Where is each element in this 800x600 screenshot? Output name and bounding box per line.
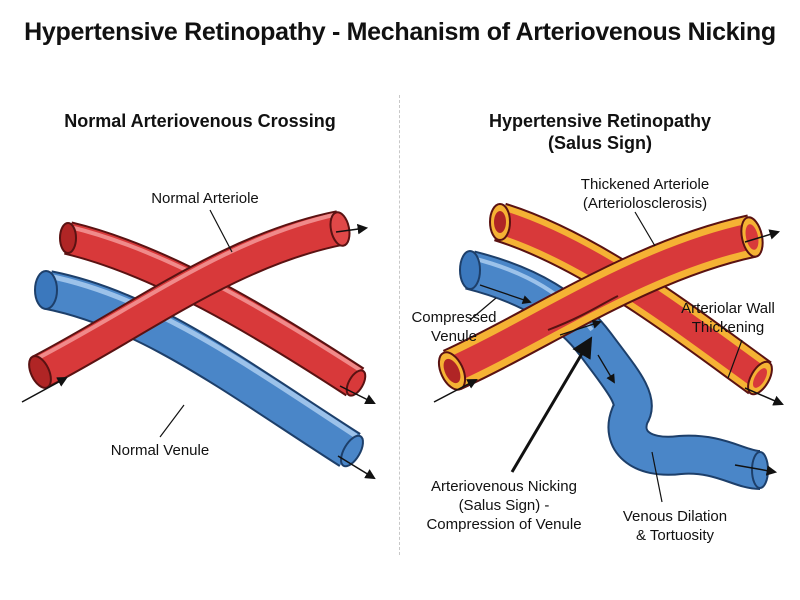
venule-flow-arrow-1 xyxy=(479,284,532,304)
right-panel-title: Hypertensive Retinopathy (Salus Sign) xyxy=(420,110,780,154)
leader-compressed-venule xyxy=(469,297,497,321)
left-venule xyxy=(34,270,364,468)
right-flow-arrow-mid xyxy=(744,387,784,406)
right-panel-title-line2: (Salus Sign) xyxy=(547,133,652,153)
av-nicking-line3: Compression of Venule xyxy=(426,516,582,533)
av-nicking-line1: Arteriovenous Nicking xyxy=(431,478,577,495)
panel-divider xyxy=(399,95,400,555)
compressed-venule-line2: Venule xyxy=(431,328,477,345)
arteriolar-wall-label: Arteriolar Wall Thickening xyxy=(670,299,786,337)
compressed-venule-label: Compressed Venule xyxy=(402,308,506,346)
thickened-arteriole-line1: Thickened Arteriole xyxy=(580,176,710,193)
av-nicking-label: Arteriovenous Nicking (Salus Sign) - Com… xyxy=(416,477,592,534)
arteriolar-wall-line1: Arteriolar Wall xyxy=(681,300,775,317)
av-nicking-line2: (Salus Sign) - xyxy=(458,497,550,514)
right-flow-arrow-in xyxy=(433,379,478,403)
leader-venous-dilation xyxy=(651,451,663,503)
right-flow-arrow-bottom xyxy=(734,464,778,476)
right-arteriole-front xyxy=(437,214,764,391)
leader-av-nicking xyxy=(510,336,593,473)
venous-dilation-line2: & Tortuosity xyxy=(635,527,715,544)
left-flow-arrow-top xyxy=(335,223,369,235)
venous-dilation-label: Venous Dilation & Tortuosity xyxy=(610,507,740,545)
arteriole-inner-arrow xyxy=(559,319,602,336)
normal-venule-label: Normal Venule xyxy=(110,442,210,459)
venule-flow-arrow-2 xyxy=(597,354,615,384)
diagram-title: Hypertensive Retinopathy - Mechanism of … xyxy=(24,18,776,46)
thickened-arteriole-label: Thickened Arteriole (Arteriolosclerosis) xyxy=(560,175,730,213)
leader-normal-arteriole xyxy=(209,209,233,253)
thickened-arteriole-line2: (Arteriolosclerosis) xyxy=(582,195,708,212)
left-panel-title: Normal Arteriovenous Crossing xyxy=(20,110,380,132)
right-flow-arrow-top xyxy=(744,229,781,243)
leader-thickened-arteriole xyxy=(634,211,656,247)
leader-wall-thickening xyxy=(727,339,743,379)
leader-normal-venule xyxy=(159,404,185,438)
left-panel-title-text: Normal Arteriovenous Crossing xyxy=(64,111,336,131)
compressed-venule-line1: Compressed xyxy=(411,309,497,326)
right-panel-title-line1: Hypertensive Retinopathy xyxy=(488,111,712,131)
arteriolar-wall-line2: Thickening xyxy=(691,319,765,336)
normal-arteriole-label: Normal Arteriole xyxy=(151,190,259,207)
left-flow-arrow-mid xyxy=(339,385,376,404)
venous-dilation-line1: Venous Dilation xyxy=(622,508,728,525)
left-flow-arrow-bottom xyxy=(337,455,376,480)
left-arteriole-front xyxy=(28,210,351,389)
left-flow-arrow-in xyxy=(21,376,68,403)
